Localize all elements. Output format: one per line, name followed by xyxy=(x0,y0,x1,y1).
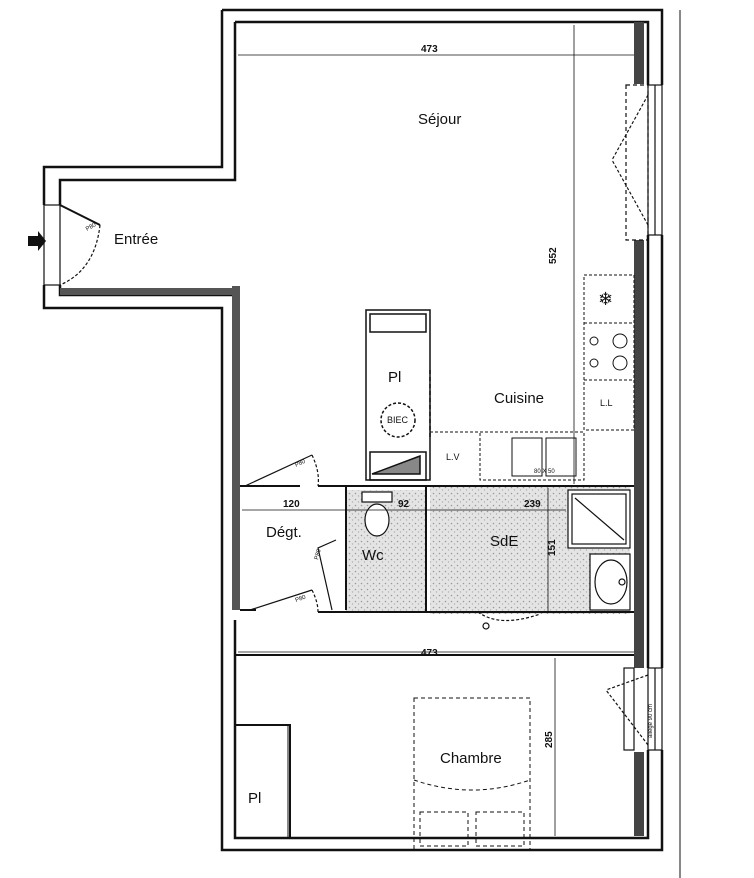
wall-hatch xyxy=(634,240,644,668)
wall-hatch xyxy=(232,286,240,610)
room-sde-label: SdE xyxy=(490,533,518,550)
dim-sde-width: 239 xyxy=(524,499,541,510)
washbasin xyxy=(589,553,631,611)
wall-hatch xyxy=(634,22,644,84)
window-sejour xyxy=(611,84,663,241)
door-leaf-label: P80 xyxy=(85,222,98,233)
allege-label: allège 90 cm xyxy=(648,704,654,738)
wc-tile-lower xyxy=(346,560,426,612)
dim-sejour-width: 473 xyxy=(421,44,438,55)
placard-bottom-label: Pl xyxy=(248,790,261,807)
room-chambre-label: Chambre xyxy=(440,750,502,767)
placard-top-label: Pl xyxy=(388,369,401,386)
biec-label: BIEC xyxy=(387,415,409,425)
room-degt-label: Dégt. xyxy=(266,524,302,541)
entry-arrow-icon xyxy=(28,231,46,251)
wc-toilet xyxy=(361,491,393,537)
ll-label: L.L xyxy=(600,398,613,408)
door-leaf-label: P80 xyxy=(295,594,308,604)
sink-size-label: 80 X 50 xyxy=(534,469,555,475)
lv-label: L.V xyxy=(446,452,460,462)
dim-chambre-depth: 285 xyxy=(544,731,555,748)
room-entree-label: Entrée xyxy=(114,231,158,248)
room-wc-label: Wc xyxy=(362,547,384,564)
exterior-walls xyxy=(42,8,664,852)
room-cuisine-label: Cuisine xyxy=(494,390,544,407)
room-sejour-label: Séjour xyxy=(418,111,461,128)
dim-wc-width: 92 xyxy=(398,499,410,510)
kitchen-units xyxy=(430,274,635,481)
placard-top xyxy=(365,309,431,481)
dim-sejour-depth: 552 xyxy=(548,247,559,264)
wall-hatch xyxy=(634,752,644,836)
partitions xyxy=(235,485,634,838)
dimension-lines xyxy=(238,25,634,836)
dim-sde-depth: 151 xyxy=(547,539,558,556)
snowflake-icon: ❄ xyxy=(598,289,613,310)
door-leaf-label: P80 xyxy=(314,548,323,561)
corridor-doors xyxy=(244,454,541,630)
bed xyxy=(413,697,531,851)
shower-tray xyxy=(567,489,631,549)
entry-door xyxy=(43,204,101,286)
wall-hatch xyxy=(60,288,238,295)
dim-chambre-width: 473 xyxy=(421,648,438,659)
door-leaf-label: P80 xyxy=(294,459,307,469)
window-chambre xyxy=(605,667,663,751)
dim-degt-width: 120 xyxy=(283,499,300,510)
